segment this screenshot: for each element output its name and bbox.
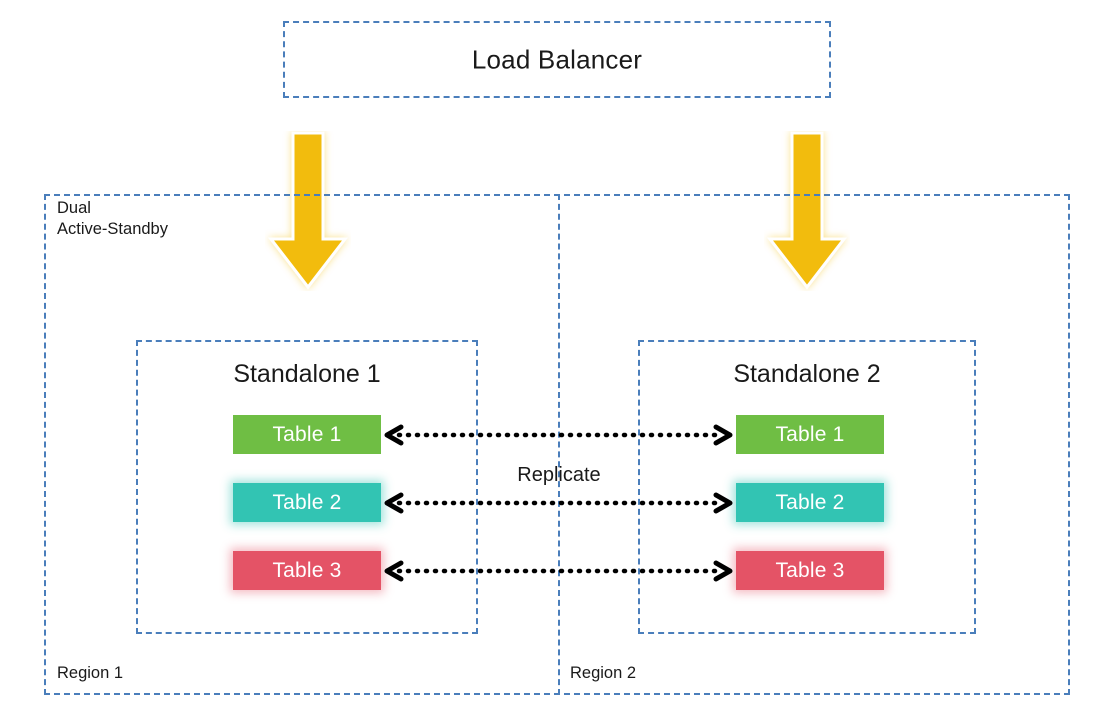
table-chip-label: Table 2 bbox=[775, 490, 845, 514]
standalone-2-title: Standalone 2 bbox=[733, 360, 881, 388]
table-chip-label: Table 1 bbox=[272, 422, 342, 446]
replication-connector-table1 bbox=[381, 423, 736, 447]
replication-connector-table3 bbox=[381, 559, 736, 583]
standalone-1-box: Standalone 1 bbox=[136, 340, 478, 634]
replication-connector-table2 bbox=[381, 491, 736, 515]
table-chip-standalone1-table1[interactable]: Table 1 bbox=[233, 415, 381, 454]
dual-active-standby-region bbox=[44, 194, 1070, 695]
table-chip-standalone1-table2[interactable]: Table 2 bbox=[233, 483, 381, 522]
replicate-label: Replicate bbox=[517, 464, 601, 486]
down-arrow-icon bbox=[265, 131, 351, 291]
table-chip-standalone1-table3[interactable]: Table 3 bbox=[233, 551, 381, 590]
region-divider bbox=[558, 194, 560, 695]
table-chip-standalone2-table3[interactable]: Table 3 bbox=[736, 551, 884, 590]
region-1-label: Region 1 bbox=[57, 664, 124, 682]
load-balancer-label: Load Balancer bbox=[471, 44, 643, 74]
dual-active-standby-label: Dual Active-Standby bbox=[57, 199, 168, 238]
table-chip-label: Table 2 bbox=[272, 490, 342, 514]
down-arrow-icon bbox=[764, 131, 850, 291]
table-chip-label: Table 3 bbox=[272, 558, 342, 582]
region-2-label: Region 2 bbox=[570, 664, 637, 682]
standalone-1-title: Standalone 1 bbox=[233, 360, 381, 388]
table-chip-label: Table 3 bbox=[775, 558, 845, 582]
table-chip-label: Table 1 bbox=[775, 422, 845, 446]
table-chip-standalone2-table2[interactable]: Table 2 bbox=[736, 483, 884, 522]
standalone-2-box: Standalone 2 bbox=[638, 340, 976, 634]
table-chip-standalone2-table1[interactable]: Table 1 bbox=[736, 415, 884, 454]
load-balancer-box: Load Balancer bbox=[283, 21, 831, 98]
